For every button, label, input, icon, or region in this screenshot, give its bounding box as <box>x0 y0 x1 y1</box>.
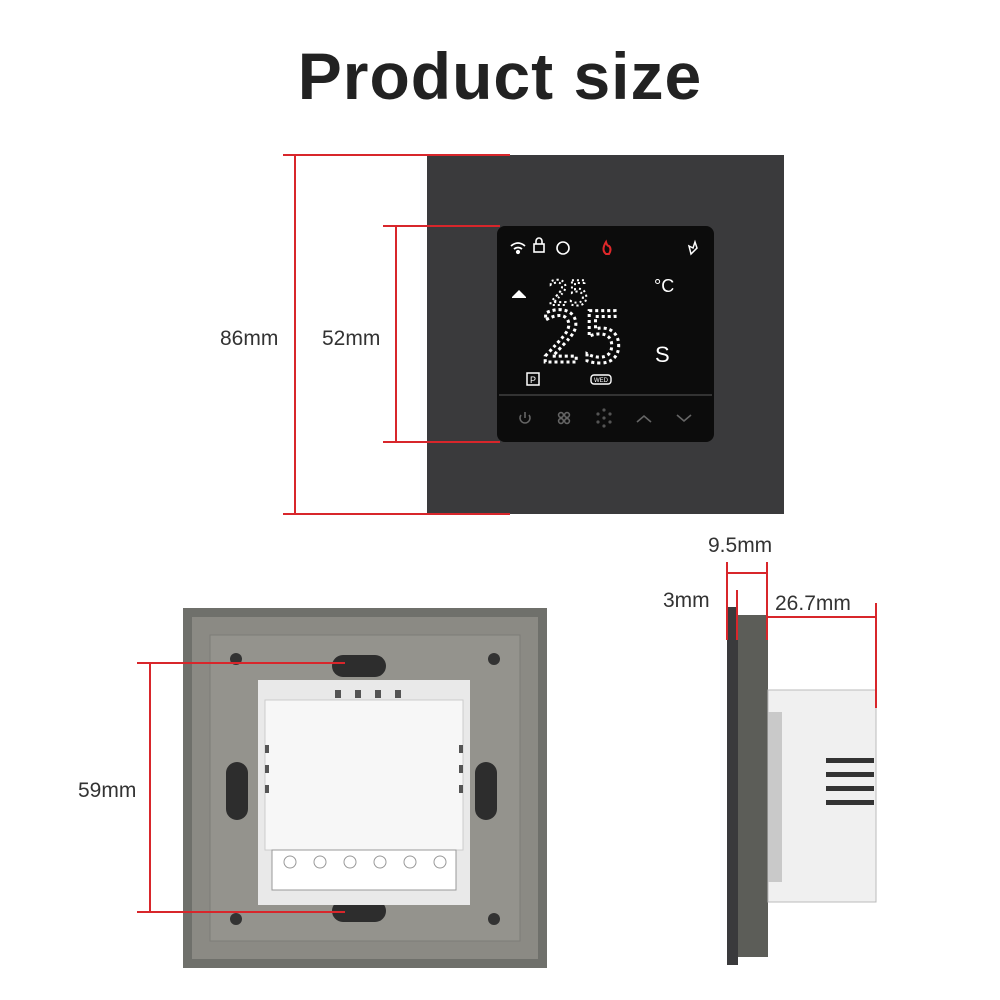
mount-slot-right <box>475 762 497 820</box>
mount-slot-top <box>332 655 386 677</box>
home-icon <box>512 290 526 298</box>
terminal-block <box>271 849 457 891</box>
mount-slot-left <box>226 762 248 820</box>
dimension-label-52mm: 52mm <box>322 327 380 350</box>
program-icon <box>526 372 540 386</box>
dimension-52mm: 52mm <box>322 225 500 443</box>
dimension-label-59mm: 59mm <box>78 779 136 802</box>
mode-letter: S <box>655 342 670 367</box>
menu-button[interactable] <box>557 411 571 425</box>
side-front-plate <box>727 607 738 965</box>
dimension-86mm: 86mm <box>220 154 510 515</box>
dimension-59mm: 59mm <box>78 662 345 913</box>
dimension-label-26-7mm: 26.7mm <box>775 592 851 615</box>
unit-celsius: °C <box>654 276 674 296</box>
dimension-label-9-5mm: 9.5mm <box>708 534 772 557</box>
dimension-label-86mm: 86mm <box>220 327 278 350</box>
side-module <box>767 689 877 903</box>
dimension-3mm: 3mm <box>663 589 738 640</box>
wifi-icon <box>510 242 526 255</box>
day-badge <box>590 374 612 385</box>
flame-icon <box>602 239 612 255</box>
page-title: Product size <box>297 39 703 113</box>
down-button[interactable] <box>676 414 692 423</box>
temperature-small: 25 <box>548 274 589 314</box>
power-button[interactable] <box>519 412 531 424</box>
up-button[interactable] <box>636 414 652 423</box>
mount-slot-bottom <box>332 900 386 922</box>
program-letter: P <box>530 375 536 385</box>
side-frame <box>738 615 768 957</box>
fan-button[interactable] <box>596 408 612 428</box>
dimension-26-7mm: 26.7mm <box>768 592 877 708</box>
hand-icon <box>687 239 698 256</box>
display-screen <box>497 226 714 442</box>
dimension-9-5mm: 9.5mm <box>708 534 772 640</box>
day-label: WED <box>594 378 609 384</box>
temperature-large: 25 <box>540 297 624 379</box>
front-view: 25 25 °C S P WED 86mm 52mm <box>220 154 784 515</box>
back-view: 59mm <box>78 608 547 968</box>
eco-icon <box>556 241 570 255</box>
side-view: 9.5mm 3mm 26.7mm <box>663 534 877 965</box>
dimension-label-3mm: 3mm <box>663 589 710 612</box>
lock-icon <box>533 237 545 253</box>
